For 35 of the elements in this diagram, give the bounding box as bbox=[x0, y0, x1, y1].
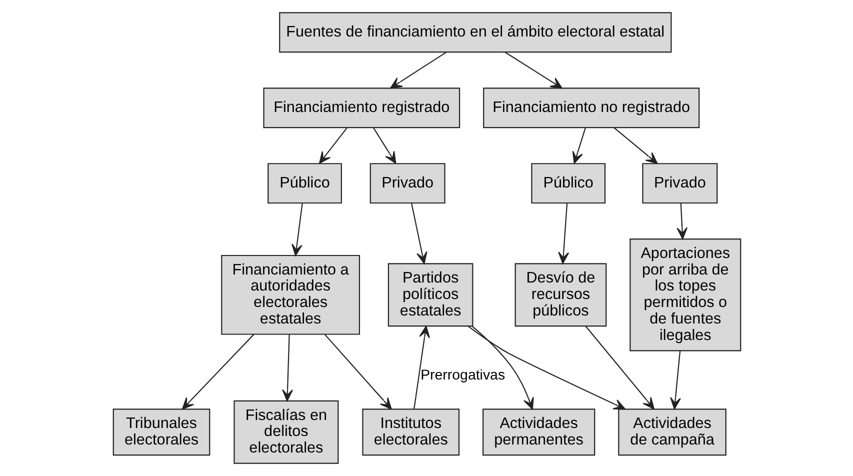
node-box: Fuentes de financiamiento en el ámbito electoral estatal bbox=[278, 12, 672, 53]
node-box: Actividades permanentes bbox=[482, 408, 595, 456]
arrow bbox=[670, 350, 680, 410]
node-box: Fiscalías en delitos electorales bbox=[233, 400, 338, 464]
arrow bbox=[471, 326, 534, 410]
arrow bbox=[572, 128, 586, 164]
node-box: Público bbox=[267, 163, 342, 204]
arrow bbox=[504, 52, 562, 89]
node-box: Financiamiento registrado bbox=[262, 88, 460, 128]
arrow bbox=[318, 127, 347, 164]
node-box: Partidos políticos estatales bbox=[387, 263, 473, 327]
arrow bbox=[613, 127, 658, 164]
node-box: Aportaciones por arriba de los topes permitidos o de fuentes ilegales bbox=[629, 238, 741, 352]
node-box: Actividades de campaña bbox=[618, 408, 726, 456]
arrow bbox=[558, 203, 569, 264]
arrow bbox=[390, 52, 446, 89]
arrow bbox=[181, 334, 254, 410]
arrow bbox=[410, 203, 427, 264]
edge-label: Prerrogativas bbox=[420, 368, 505, 384]
arrow bbox=[584, 326, 654, 410]
node-box: Privado bbox=[642, 163, 718, 204]
arrow bbox=[467, 326, 625, 410]
arrow bbox=[324, 334, 392, 410]
node-box: Tribunales electorales bbox=[112, 408, 210, 456]
arrow bbox=[291, 203, 302, 256]
arrow bbox=[282, 334, 292, 402]
arrow bbox=[372, 128, 396, 164]
node-box: Institutos electorales bbox=[362, 408, 460, 456]
arrow bbox=[413, 326, 430, 409]
node-box: Desvío de recursos públicos bbox=[514, 263, 606, 327]
node-box: Financiamiento no registrado bbox=[482, 88, 700, 128]
node-box: Público bbox=[530, 163, 606, 204]
node-box: Financiamiento a autoridades electorales estatales bbox=[220, 254, 360, 335]
arrow bbox=[676, 203, 688, 240]
node-box: Privado bbox=[369, 163, 445, 204]
